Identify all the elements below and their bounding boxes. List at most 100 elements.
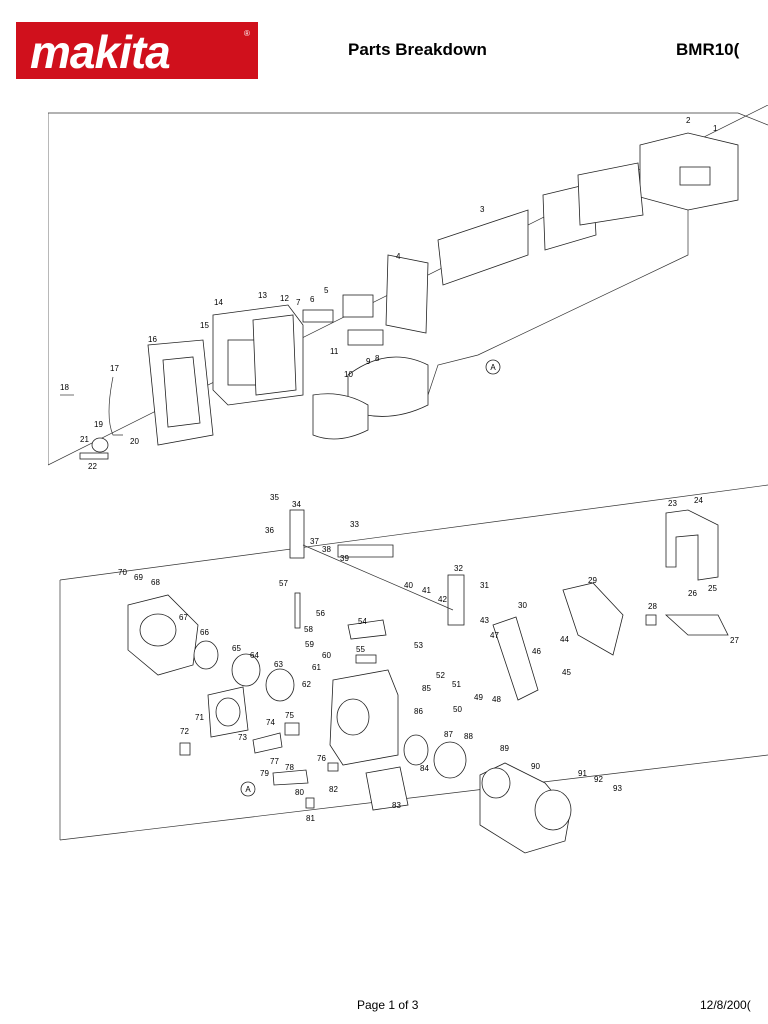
callout-29: 29 <box>588 576 597 585</box>
callout-26: 26 <box>688 589 697 598</box>
callout-83: 83 <box>392 801 401 810</box>
reference-mark-a-lower: A <box>245 785 251 794</box>
callout-36: 36 <box>265 526 274 535</box>
callout-10: 10 <box>344 370 353 379</box>
callout-89: 89 <box>500 744 509 753</box>
callout-81: 81 <box>306 814 315 823</box>
callout-87: 87 <box>444 730 453 739</box>
page-number: Page 1 of 3 <box>357 998 419 1012</box>
callout-35: 35 <box>270 493 279 502</box>
callout-2: 2 <box>686 116 691 125</box>
callout-3: 3 <box>480 205 485 214</box>
callout-19: 19 <box>94 420 103 429</box>
callout-16: 16 <box>148 335 157 344</box>
callout-55: 55 <box>356 645 365 654</box>
callout-42: 42 <box>438 595 447 604</box>
callout-50: 50 <box>453 705 462 714</box>
callout-44: 44 <box>560 635 569 644</box>
callout-33: 33 <box>350 520 359 529</box>
callout-69: 69 <box>134 573 143 582</box>
callout-25: 25 <box>708 584 717 593</box>
callout-37: 37 <box>310 537 319 546</box>
model-number: BMR10( <box>676 40 740 59</box>
callout-43: 43 <box>480 616 489 625</box>
callout-47: 47 <box>490 631 499 640</box>
reference-mark-a-upper: A <box>490 363 496 372</box>
callout-15: 15 <box>200 321 209 330</box>
callout-82: 82 <box>329 785 338 794</box>
callout-24: 24 <box>694 496 703 505</box>
callout-21: 21 <box>80 435 89 444</box>
callout-32: 32 <box>454 564 463 573</box>
callout-28: 28 <box>648 602 657 611</box>
callout-23: 23 <box>668 499 677 508</box>
callout-11: 11 <box>330 347 339 356</box>
callout-12: 12 <box>280 294 289 303</box>
callout-64: 64 <box>250 651 259 660</box>
callout-72: 72 <box>180 727 189 736</box>
callout-66: 66 <box>200 628 209 637</box>
callout-1: 1 <box>713 124 718 133</box>
callout-62: 62 <box>302 680 311 689</box>
callout-labels: 1 2 3 4 5 6 7 8 9 10 11 12 13 14 15 16 1… <box>60 116 739 823</box>
callout-90: 90 <box>531 762 540 771</box>
callout-14: 14 <box>214 298 223 307</box>
callout-45: 45 <box>562 668 571 677</box>
callout-22: 22 <box>88 462 97 471</box>
callout-6: 6 <box>310 295 315 304</box>
callout-52: 52 <box>436 671 445 680</box>
callout-79: 79 <box>260 769 269 778</box>
svg-text:®: ® <box>244 29 250 38</box>
callout-63: 63 <box>274 660 283 669</box>
callout-73: 73 <box>238 733 247 742</box>
callout-38: 38 <box>322 545 331 554</box>
svg-text:makita: makita <box>30 26 170 78</box>
callout-70: 70 <box>118 568 127 577</box>
callout-31: 31 <box>480 581 489 590</box>
callout-67: 67 <box>179 613 188 622</box>
callout-13: 13 <box>258 291 267 300</box>
callout-68: 68 <box>151 578 160 587</box>
callout-48: 48 <box>492 695 501 704</box>
callout-57: 57 <box>279 579 288 588</box>
callout-59: 59 <box>305 640 314 649</box>
callout-46: 46 <box>532 647 541 656</box>
callout-85: 85 <box>422 684 431 693</box>
callout-86: 86 <box>414 707 423 716</box>
callout-53: 53 <box>414 641 423 650</box>
callout-18: 18 <box>60 383 69 392</box>
callout-76: 76 <box>317 754 326 763</box>
callout-74: 74 <box>266 718 275 727</box>
page-title: Parts Breakdown <box>348 40 487 59</box>
callout-78: 78 <box>285 763 294 772</box>
callout-17: 17 <box>110 364 119 373</box>
callout-60: 60 <box>322 651 331 660</box>
callout-75: 75 <box>285 711 294 720</box>
callout-91: 91 <box>578 769 587 778</box>
callout-40: 40 <box>404 581 413 590</box>
callout-61: 61 <box>312 663 321 672</box>
callout-20: 20 <box>130 437 139 446</box>
print-date: 12/8/200( <box>700 998 751 1012</box>
callout-84: 84 <box>420 764 429 773</box>
callout-65: 65 <box>232 644 241 653</box>
exploded-parts-diagram: A A 1 2 3 4 5 6 7 8 9 10 11 12 13 14 15 … <box>47 104 768 865</box>
callout-7: 7 <box>296 298 301 307</box>
callout-8: 8 <box>375 354 380 363</box>
callout-9: 9 <box>366 357 371 366</box>
makita-logo: makita ® <box>16 22 258 79</box>
callout-93: 93 <box>613 784 622 793</box>
callout-58: 58 <box>304 625 313 634</box>
callout-49: 49 <box>474 693 483 702</box>
callout-77: 77 <box>270 757 279 766</box>
callout-5: 5 <box>324 286 329 295</box>
callout-30: 30 <box>518 601 527 610</box>
callout-51: 51 <box>452 680 461 689</box>
callout-88: 88 <box>464 732 473 741</box>
callout-56: 56 <box>316 609 325 618</box>
callout-27: 27 <box>730 636 739 645</box>
callout-41: 41 <box>422 586 431 595</box>
callout-80: 80 <box>295 788 304 797</box>
callout-39: 39 <box>340 554 349 563</box>
callout-34: 34 <box>292 500 301 509</box>
